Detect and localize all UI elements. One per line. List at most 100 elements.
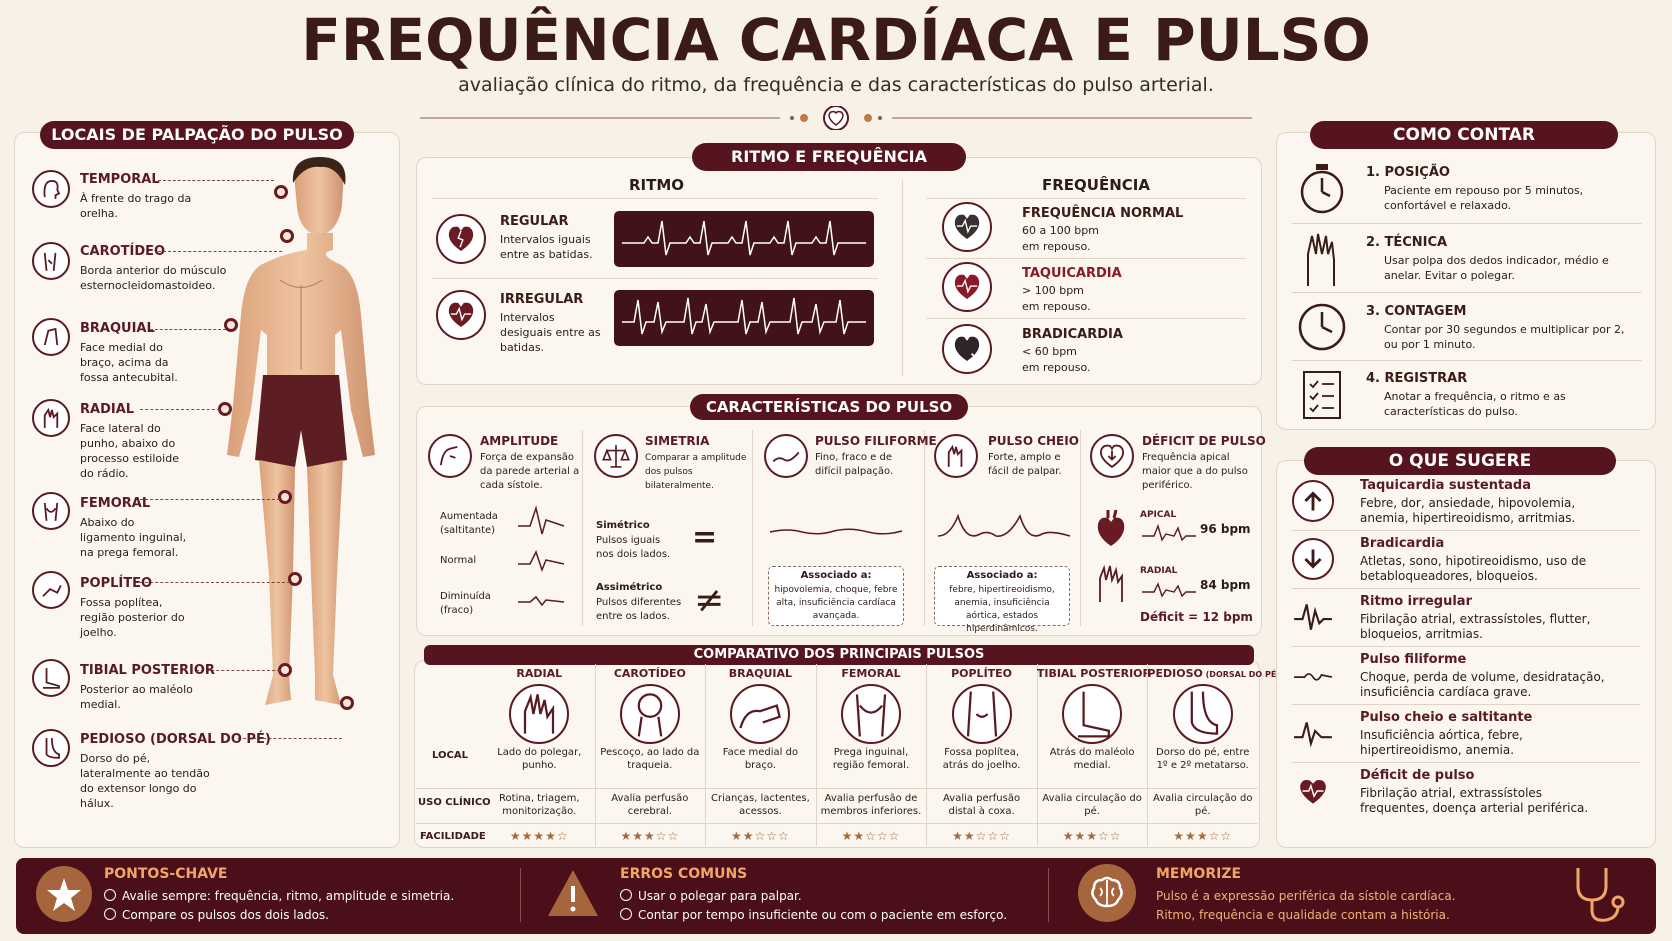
sugere-item-title: Pulso cheio e saltitante: [1360, 710, 1533, 725]
sugere-item-desc: Choque, perda de volume, desidratação, i…: [1360, 670, 1605, 699]
cmp-star-rating: ★★☆☆☆: [841, 829, 901, 843]
checklist-icon: [1303, 371, 1341, 419]
cmp-col-header: BRAQUIAL: [728, 667, 793, 680]
sugere-item-title: Pulso filiforme: [1360, 652, 1467, 667]
ritmo-irregular-desc: Intervalos desiguais entre as batidas.: [500, 311, 601, 354]
cmp-col-header: PEDIOSO (DORSAL DO PÉ): [1147, 667, 1280, 680]
local-femoral-label: FEMORAL: [80, 496, 151, 511]
deficit-radial-value: 84 bpm: [1200, 578, 1251, 592]
check-icon: [104, 889, 116, 901]
star-badge-icon: [36, 866, 92, 922]
human-body-figure: [227, 157, 375, 705]
freq-bradicardia-l2: em repouso.: [1022, 361, 1091, 374]
page-title: FREQUÊNCIA CARDÍACA E PULSO: [301, 6, 1371, 74]
ritmo-freq-panel: [416, 157, 1262, 385]
memorize-title: MEMORIZE: [1156, 866, 1242, 882]
footer-bar: [16, 858, 1656, 934]
local-temporal-label: TEMPORAL: [80, 172, 160, 187]
ritmo-freq-section-title: RITMO E FREQUÊNCIA: [692, 143, 966, 171]
freq-bradicardia-label: BRADICARDIA: [1022, 327, 1123, 342]
cmp-uso: Rotina, triagem, monitorização.: [499, 793, 580, 817]
como-contar-section-title: COMO CONTAR: [1310, 121, 1618, 149]
wave-diminuida: [518, 595, 565, 607]
sugere-section-title: O QUE SUGERE: [1304, 447, 1616, 475]
heart-normal-icon: [942, 202, 992, 252]
cmp-col-header: RADIAL: [516, 667, 563, 680]
cmp-anatomy-icon: [1172, 684, 1233, 744]
equal-sign-icon: =: [692, 520, 717, 555]
deficit-heart-icon: [1090, 434, 1134, 478]
dot-radial: [218, 402, 232, 416]
cheio-assoc: febre, hipertireoidismo, anemia, insufic…: [949, 585, 1055, 634]
brain-icon: [1078, 864, 1136, 922]
local-popliteo-desc: Fossa poplítea, região posterior do joel…: [80, 596, 185, 639]
filiforme-wave-icon: [764, 434, 808, 478]
cmp-uso: Avalia circulação do pé.: [1042, 793, 1142, 817]
local-femoral-desc: Abaixo do ligamento inguinal, na prega f…: [80, 516, 187, 559]
amplitude-level-normal: Normal: [440, 555, 477, 566]
contar-step4-desc: Anotar a frequência, o ritmo e as caract…: [1384, 390, 1566, 418]
erros-comuns-title: ERROS COMUNS: [620, 866, 748, 882]
warning-icon: [548, 870, 598, 916]
cmp-col-header: POPLÍTEO: [951, 667, 1013, 680]
cheio-waveform: [937, 513, 1071, 537]
cmp-star-rating: ★★☆☆☆: [731, 829, 790, 843]
dot-braquial: [224, 318, 238, 332]
local-pedioso-label: PEDIOSO (DORSAL DO PÉ): [80, 732, 271, 747]
contar-step3-desc: Contar por 30 segundos e multiplicar por…: [1384, 323, 1625, 351]
sugere-item-title: Bradicardia: [1360, 536, 1445, 551]
cmp-local: Fossa poplítea, atrás do joelho.: [942, 747, 1021, 771]
cmp-col-header: FEMORAL: [841, 667, 901, 680]
row-label-uso: USO CLÍNICO: [418, 797, 491, 808]
amplitude-level-diminuida: Diminuída (fraco): [440, 591, 491, 616]
cmp-star-rating: ★★★☆☆: [1062, 829, 1122, 843]
arrow-down-icon: [1292, 538, 1334, 580]
amplitude-wrist-icon: [428, 434, 472, 478]
femoral-hip-icon: [32, 492, 70, 530]
thin-wave-icon: [1292, 654, 1334, 696]
not-equal-icon: ≠: [694, 580, 725, 621]
local-popliteo-label: POPLÍTEO: [80, 576, 153, 591]
ritmo-regular-desc: Intervalos iguais entre as batidas.: [500, 233, 593, 261]
simetrico-desc: Pulsos iguais nos dois lados.: [596, 535, 671, 560]
freq-taquicardia-l1: > 100 bpm: [1022, 284, 1084, 297]
cmp-anatomy-icon: [509, 684, 570, 744]
stopwatch-icon: [1300, 164, 1344, 214]
check-icon: [620, 908, 632, 920]
temporal-head-icon: [32, 170, 70, 208]
dot-pedioso: [340, 696, 354, 710]
irregular-wave-icon: [1292, 596, 1334, 638]
sugere-item-desc: Fibrilação atrial, extrassístoles freque…: [1360, 786, 1589, 815]
local-radial-desc: Face lateral do punho, abaixo do process…: [80, 422, 179, 480]
local-radial-label: RADIAL: [80, 402, 135, 417]
cmp-anatomy-icon: [1062, 684, 1123, 744]
radial-hand-icon: [32, 399, 70, 437]
sugere-item-desc: Febre, dor, ansiedade, hipovolemia, anem…: [1360, 496, 1576, 525]
pontos-chave-title: PONTOS-CHAVE: [104, 866, 228, 882]
tibial-ankle-icon: [32, 659, 70, 697]
filiforme-desc: Fino, fraco e de difícil palpação.: [815, 452, 894, 477]
popliteal-knee-icon: [32, 571, 70, 609]
cmp-local: Face medial do braço.: [722, 747, 799, 771]
contar-step3-title: 3. CONTAGEM: [1366, 304, 1467, 319]
amplitude-label: AMPLITUDE: [480, 434, 559, 448]
freq-normal-l2: em repouso.: [1022, 240, 1091, 253]
local-tibial-desc: Posterior ao maléolo medial.: [80, 683, 193, 711]
pedal-foot-icon: [32, 729, 70, 767]
brachial-arm-icon: [32, 318, 70, 356]
comparativo-section-title: COMPARATIVO DOS PRINCIPAIS PULSOS: [424, 645, 1254, 665]
cheio-label: PULSO CHEIO: [988, 434, 1079, 448]
freq-normal-l1: 60 a 100 bpm: [1022, 224, 1099, 237]
memorize-line1: Pulso é a expressão periférica da sístol…: [1156, 889, 1456, 903]
cmp-uso: Avalia perfusão cerebral.: [611, 793, 689, 817]
broken-heart-icon: [436, 214, 486, 264]
cheio-desc: Forte, amplo e fácil de palpar.: [988, 452, 1062, 477]
sugere-item-title: Ritmo irregular: [1360, 594, 1472, 609]
frequencia-title: FREQUÊNCIA: [1042, 176, 1150, 194]
anatomical-heart-icon: [1097, 509, 1125, 546]
carotid-neck-icon: [32, 242, 70, 280]
sugere-item-desc: Atletas, sono, hipotireoidismo, uso de b…: [1360, 554, 1587, 583]
cmp-uso: Avalia perfusão de membros inferiores.: [820, 793, 922, 817]
freq-taquicardia-label: TAQUICARDIA: [1022, 266, 1122, 281]
stethoscope-icon: [1576, 868, 1625, 922]
